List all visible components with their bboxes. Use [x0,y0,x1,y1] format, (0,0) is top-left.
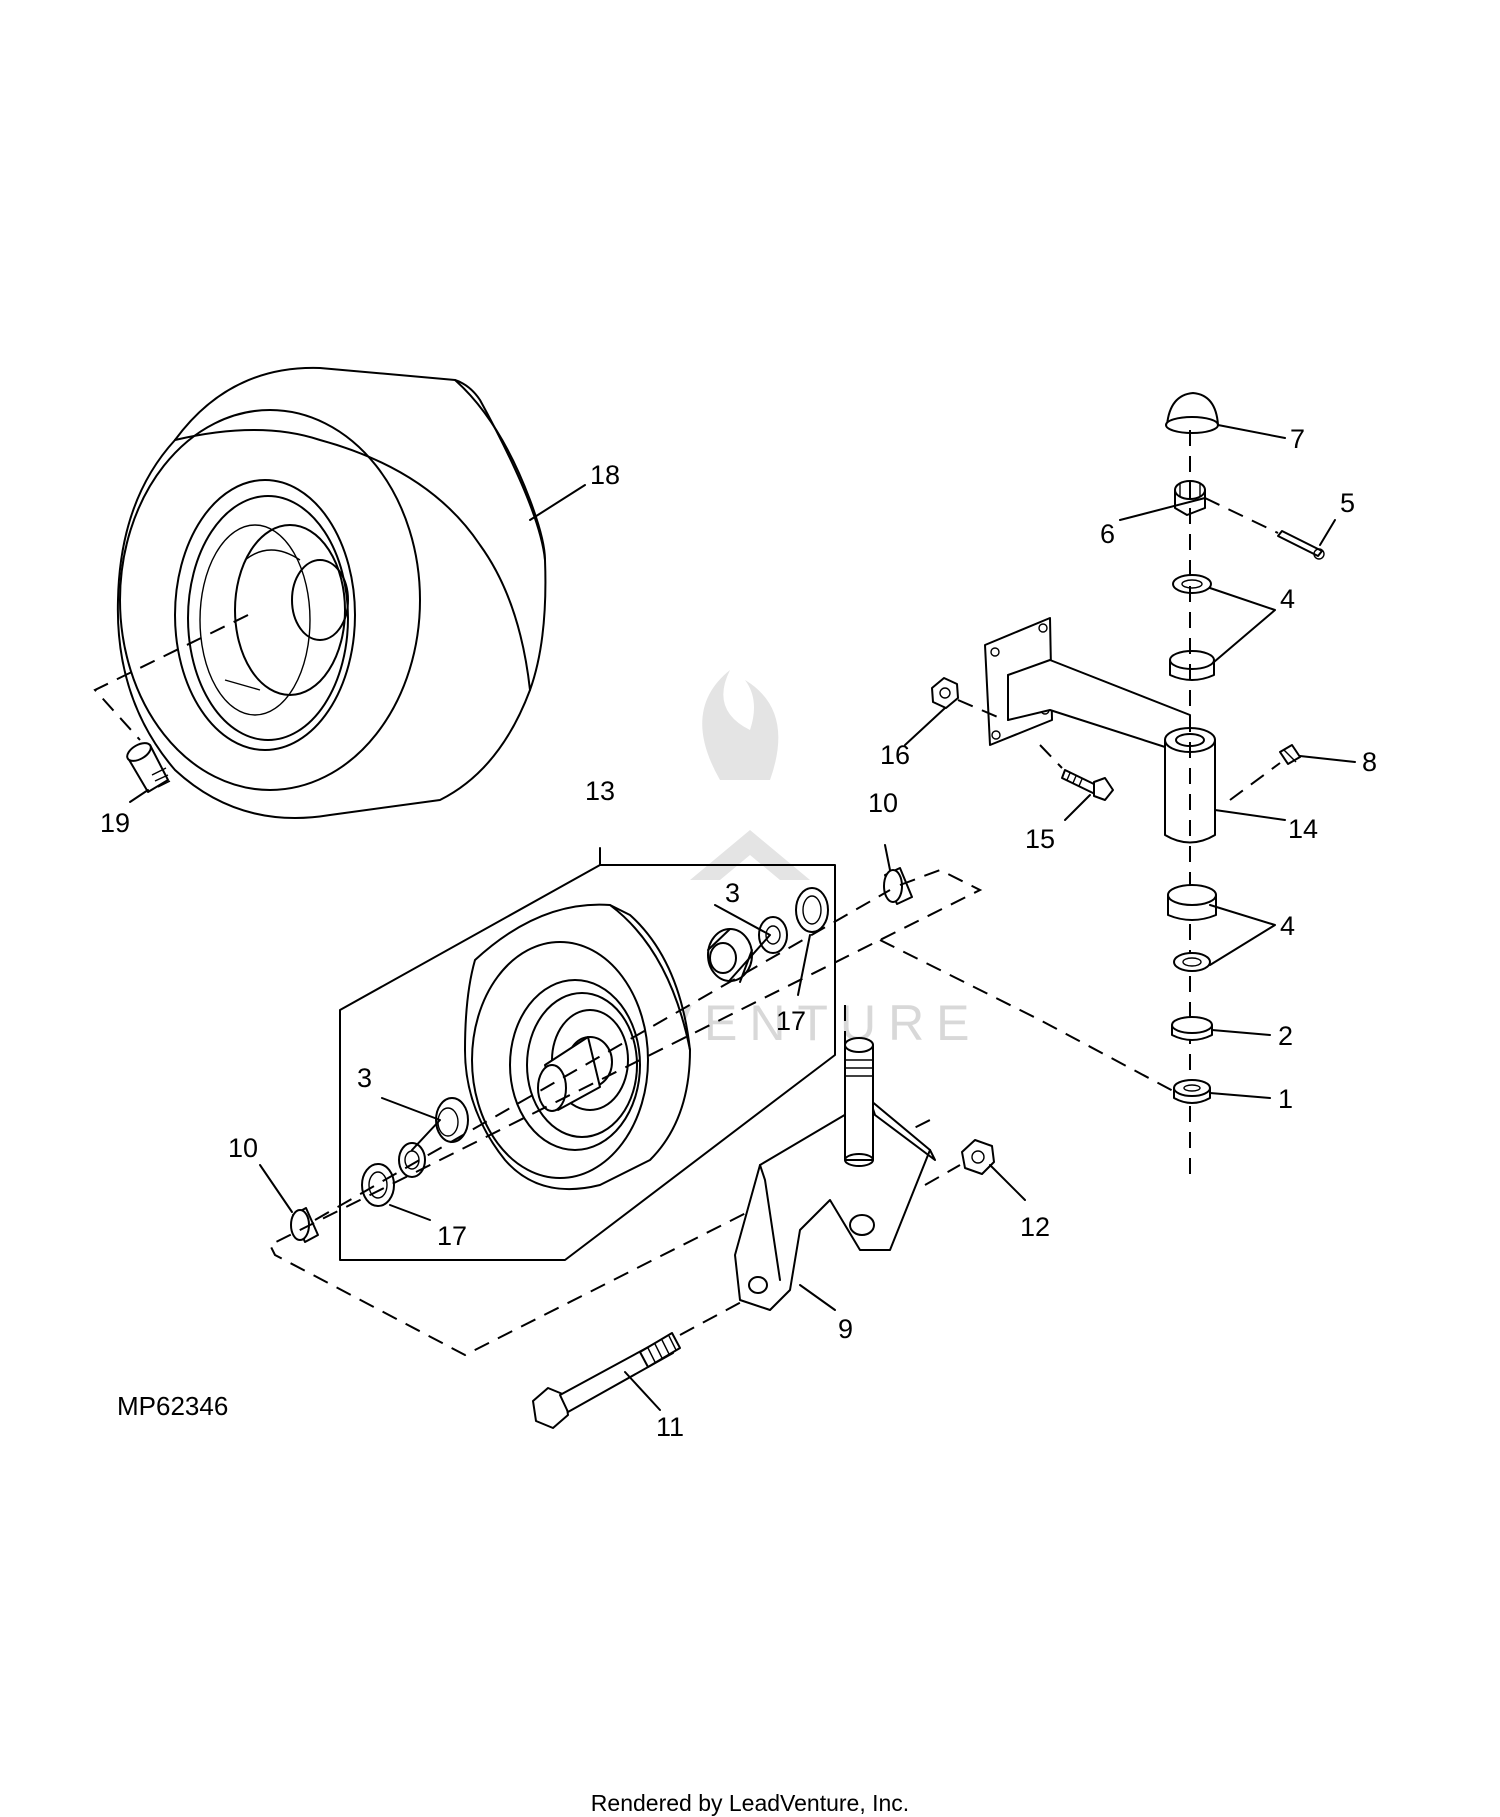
tire-assembly [116,366,547,819]
callout-19: 19 [100,808,130,838]
wheel-assembly-box [339,864,836,1261]
cone-bearing-left [398,1142,426,1178]
callout-6: 6 [1100,519,1115,549]
callout-4-lower: 4 [1280,911,1295,941]
callout-10-right: 10 [868,788,898,818]
fork-spindle [844,1037,874,1167]
caster-tire [464,903,691,1191]
axle-bolt [532,1332,681,1429]
callout-15: 15 [1025,824,1055,854]
footer-credit: Rendered by LeadVenture, Inc. [590,1790,910,1816]
callout-11: 11 [656,1412,684,1442]
figure-id: MP62346 [117,1391,228,1421]
callout-18: 18 [590,460,620,490]
lock-nut [961,1139,995,1175]
callout-9: 9 [838,1314,853,1344]
callout-2: 2 [1278,1021,1293,1051]
grease-fitting [1279,744,1301,765]
callout-12: 12 [1020,1212,1050,1242]
callout-17-right: 17 [776,1006,806,1036]
seal [1171,1016,1213,1041]
callout-10-left: 10 [228,1133,258,1163]
upper-bearing-cone [1172,574,1212,594]
cone-bearing-right [758,916,788,954]
leader-lines [129,424,1356,1411]
spacer-left [290,1207,319,1243]
cotter-pin [1277,530,1325,560]
callout-17-left: 17 [437,1221,467,1251]
callout-5: 5 [1340,488,1355,518]
callout-3-left: 3 [357,1063,372,1093]
callout-16: 16 [880,740,910,770]
washer [1173,1079,1211,1104]
callout-8: 8 [1362,747,1377,777]
seal-right [795,887,829,933]
callout-13: 13 [585,776,615,806]
callout-4-upper: 4 [1280,584,1295,614]
callout-1: 1 [1278,1084,1293,1114]
hex-nut [931,677,959,709]
mount-bolt [1061,769,1114,801]
lower-bearing-cone [1173,952,1211,972]
valve-stem [126,742,171,793]
lower-bearing-cup [1167,884,1217,921]
caster-fork [734,1099,936,1311]
spacer-right [883,867,913,905]
caster-arm [984,617,1216,844]
upper-bearing-cup [1169,650,1215,681]
callout-14: 14 [1288,814,1318,844]
seal-left [361,1163,395,1207]
callout-7: 7 [1290,424,1305,454]
callout-3-right: 3 [725,878,740,908]
dust-cap [1165,392,1219,434]
